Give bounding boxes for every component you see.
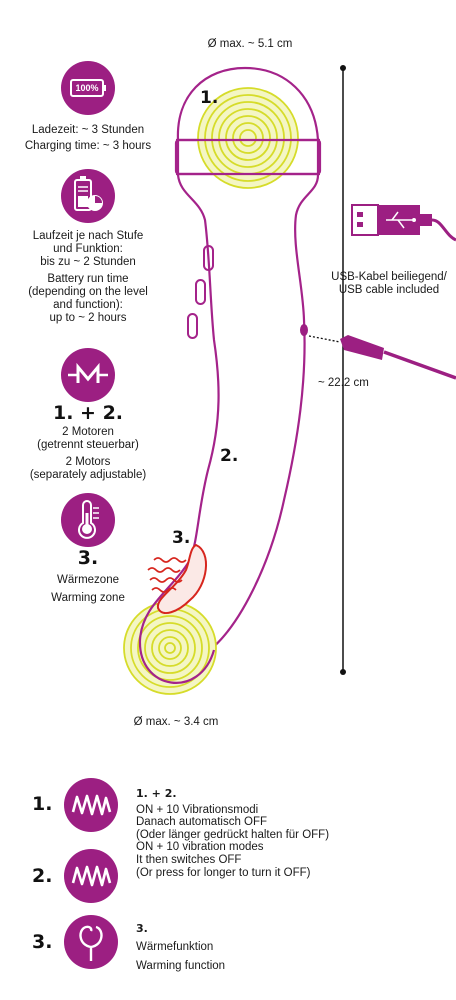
bottom-diameter-label: Ø max. ~ 3.4 cm [133, 716, 219, 728]
handle-buttons [187, 245, 214, 339]
vibration-button-icon [64, 778, 118, 832]
button-3-heading: 3. [136, 922, 148, 935]
button-number-2: 2. [32, 865, 53, 887]
heat-waves [147, 557, 187, 593]
warming-zone-de: Wärmezone [57, 574, 119, 586]
bottom-coil [123, 601, 217, 695]
motors-heading: 1. + 2. [52, 402, 124, 424]
motors-text-en: 2 Motors (separately adjustable) [29, 456, 147, 481]
device-label-three: 3. [172, 528, 191, 548]
device-diagram [123, 65, 456, 695]
runtime-text-de: Laufzeit je nach Stufe und Funktion: bis… [32, 230, 144, 268]
button-1-2-heading: 1. + 2. [136, 787, 177, 800]
button-number-3: 3. [32, 931, 53, 953]
button-3-description: 3. Wärmefunktion Warming function [136, 922, 448, 973]
bottom-tip-outline [138, 559, 216, 684]
charging-plug [300, 324, 456, 380]
motors-text-de: 2 Motoren (getrennt steuerbar) [37, 426, 139, 451]
charging-time-de: Ladezeit: ~ 3 Stunden [31, 124, 145, 136]
top-diameter-label: Ø max. ~ 5.1 cm [207, 38, 293, 50]
runtime-text-en: Battery run time (depending on the level… [28, 273, 148, 324]
vibration-button-icon [64, 849, 118, 903]
button-1-2-description: 1. + 2. ON + 10 Vibrationsmodi Danach au… [136, 787, 448, 879]
warming-heading: 3. [77, 547, 99, 569]
motor-icon [61, 348, 115, 402]
battery-percent-label: 100% [75, 83, 99, 93]
thermometer-icon [61, 493, 115, 547]
device-label-one: 1. [200, 88, 219, 108]
warming-zone-shape [156, 543, 208, 615]
button-number-1: 1. [32, 793, 53, 815]
device-body-outline [176, 66, 320, 651]
charging-time-en: Charging time: ~ 3 hours [24, 140, 152, 152]
device-label-two: 2. [220, 446, 239, 466]
battery-icon: 100% [61, 61, 115, 115]
length-dimension-line [340, 65, 346, 675]
top-coil [197, 87, 299, 189]
usb-cable-label: USB-Kabel beiliegend/ USB cable included [331, 271, 447, 296]
usb-plug [351, 204, 456, 242]
warming-zone-en: Warming zone [51, 592, 125, 604]
battery-clock-icon [61, 169, 115, 223]
warming-button-icon [64, 915, 118, 969]
